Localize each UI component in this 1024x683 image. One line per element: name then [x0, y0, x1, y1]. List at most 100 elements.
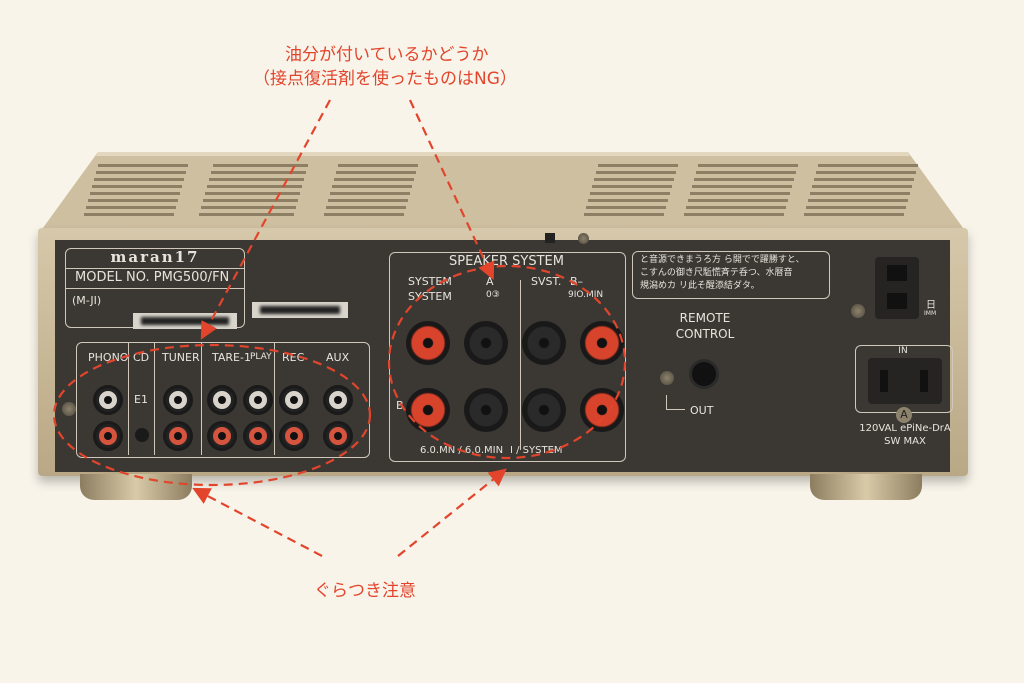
speaker-binding-post[interactable]: [584, 392, 620, 428]
input-jack-panel: [76, 342, 370, 458]
speaker-footer-right: I / SYSTEM: [510, 445, 563, 456]
vent-slot: [92, 185, 182, 188]
rca-jack[interactable]: [210, 424, 234, 448]
speaker-binding-post[interactable]: [410, 325, 446, 361]
vent-slot: [688, 199, 788, 202]
screw: [660, 371, 674, 385]
ac-in-label: IN: [898, 346, 908, 356]
ground-knob[interactable]: [135, 428, 149, 442]
label-tape: TARE-1: [212, 351, 251, 364]
right-foot: [810, 474, 922, 500]
vent-slot: [804, 213, 904, 216]
arrow-to-rca-bottom: [192, 487, 323, 557]
annotation-top-line1: 油分が付いているかどうか: [285, 45, 489, 65]
label-phono: PHONO: [88, 351, 129, 364]
ellipse-rca-jacks: [52, 343, 372, 487]
speaker-binding-post[interactable]: [526, 325, 562, 361]
vent-slot: [211, 171, 306, 174]
speaker-binding-post[interactable]: [526, 392, 562, 428]
screw: [62, 402, 76, 416]
speaker-binding-post[interactable]: [468, 392, 504, 428]
vent-slot: [326, 206, 406, 209]
vent-slot: [338, 164, 418, 167]
vent-slot: [209, 178, 304, 181]
vent-slot: [812, 185, 912, 188]
notice-line-1: と音源できまうろ方 ら開でで躍勝すと、: [640, 255, 805, 265]
vent-slot: [88, 199, 178, 202]
vent-slot: [588, 199, 668, 202]
vent-slot: [692, 185, 792, 188]
switched-ac-outlet[interactable]: [875, 257, 919, 319]
amplifier-top-cover: [40, 152, 966, 232]
arrow-to-speaker-bottom: [397, 468, 507, 557]
vent-slot: [84, 213, 174, 216]
notice-text: と音源できまうろ方 ら開でで躍勝すと、 こすんの御き尺駈慌斉テ呑つ、水暦音 規潟…: [640, 254, 805, 293]
cd-label: E1: [134, 393, 148, 406]
speaker-label-system: SYSTEM: [408, 275, 452, 288]
rca-jack[interactable]: [282, 424, 306, 448]
speaker-label-a-sub: 0③: [486, 290, 500, 300]
vent-slot: [199, 213, 294, 216]
vent-slot: [205, 192, 300, 195]
vent-slot: [98, 164, 188, 167]
vent-slot: [90, 192, 180, 195]
outlet-side-label: 日: [926, 300, 936, 311]
speaker-binding-post[interactable]: [584, 325, 620, 361]
speaker-binding-post[interactable]: [410, 392, 446, 428]
vent-slot: [207, 185, 302, 188]
rca-jack[interactable]: [96, 424, 120, 448]
rca-jack[interactable]: [326, 388, 350, 412]
vent-slot: [816, 171, 916, 174]
label-tuner: TUNER: [162, 351, 200, 364]
vent-slot: [594, 178, 674, 181]
rca-jack[interactable]: [326, 424, 350, 448]
ground-badge: A: [896, 407, 912, 423]
remote-out-jack[interactable]: [692, 362, 716, 386]
rca-jack[interactable]: [246, 388, 270, 412]
vent-slot: [806, 206, 906, 209]
ac-rating: 120VAL ePiNe-DrA: [859, 423, 951, 434]
rear-panel: [55, 240, 950, 472]
rca-jack[interactable]: [210, 388, 234, 412]
vent-slot: [596, 171, 676, 174]
model-number: MODEL NO. PMG500/FN: [75, 270, 230, 285]
left-foot: [80, 474, 192, 500]
rca-jack[interactable]: [246, 424, 270, 448]
vent-slot: [686, 206, 786, 209]
speaker-label-a: A: [486, 275, 494, 288]
remote-line1: REMOTE: [679, 311, 731, 325]
arrow-to-speaker: [409, 99, 495, 280]
rca-jack[interactable]: [96, 388, 120, 412]
serial-sticker-2: [252, 302, 348, 318]
vent-slot: [330, 192, 410, 195]
vent-slot: [334, 178, 414, 181]
rca-jack[interactable]: [282, 388, 306, 412]
vent-slot: [328, 199, 408, 202]
annotation-top-line2: （接点復活剤を使ったものはNG）: [253, 69, 517, 89]
speaker-side-b: B: [396, 399, 404, 412]
rca-jack[interactable]: [166, 424, 190, 448]
ac-inlet[interactable]: [868, 358, 942, 404]
vent-slot: [590, 192, 670, 195]
vent-slot: [808, 199, 908, 202]
speaker-label-system-2: SYSTEM: [408, 290, 452, 303]
brand-logo: maran17: [110, 248, 200, 266]
vent-slot: [598, 164, 678, 167]
vent-slot: [696, 171, 796, 174]
vent-slot: [584, 213, 664, 216]
ellipse-speaker-terminals: [387, 264, 627, 460]
vent-slot: [818, 164, 918, 167]
vent-slot: [586, 206, 666, 209]
vent-slot: [332, 185, 412, 188]
vent-slot: [213, 164, 308, 167]
vent-slot: [324, 213, 404, 216]
tab: [545, 233, 555, 243]
sub-model: (M-JI): [72, 294, 102, 307]
vent-slot: [96, 171, 186, 174]
rca-jack[interactable]: [166, 388, 190, 412]
vent-slot: [698, 164, 798, 167]
remote-out-label: OUT: [690, 404, 714, 417]
notice-box: [632, 251, 830, 299]
speaker-binding-post[interactable]: [468, 325, 504, 361]
